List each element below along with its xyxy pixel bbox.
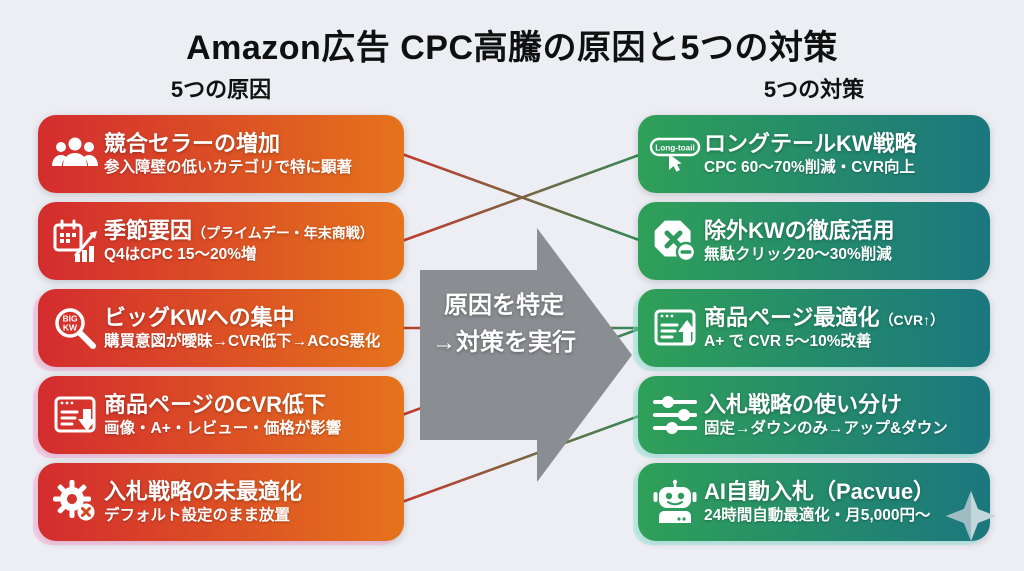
solution-box-3: 商品ページ最適化（CVR↑） A+ で CVR 5〜10%改善 — [638, 289, 990, 367]
solution-title: AI自動入札（Pacvue） — [704, 478, 936, 504]
cause-subtitle: デフォルト設定のまま放置 — [104, 506, 291, 524]
cause-subtitle: Q4はCPC 15〜20%増 — [104, 245, 257, 263]
cause-title-main: 季節要因 — [104, 217, 193, 243]
solution-box-5: AI自動入札（Pacvue） 24時間自動最適化・月5,000円〜 — [638, 463, 990, 541]
arrow-caption-line1: 原因を特定 — [444, 292, 564, 319]
solution-box-4: 入札戦略の使い分け 固定→ダウンのみ→アップ&ダウン — [638, 376, 990, 454]
cause-title: ビッグKWへの集中 — [104, 304, 295, 330]
solution-title: 入札戦略の使い分け — [704, 391, 903, 417]
magnifier-label-bottom: KW — [63, 323, 78, 333]
longtail-cursor-icon: Long-toail — [646, 130, 704, 178]
solutions-column-header: 5つの対策 — [763, 77, 865, 102]
arrow-caption-line2: →対策を実行 — [432, 329, 576, 357]
connector-line — [401, 152, 643, 243]
connector-line — [401, 413, 643, 504]
solution-subtitle: CPC 60〜70%削減・CVR向上 — [704, 158, 916, 176]
solution-title: 商品ページ最適化（CVR↑） — [704, 305, 982, 330]
cause-subtitle: 画像・A+・レビュー・価格が影響 — [104, 419, 342, 437]
solution-box-1: Long-toail ロングテールKW戦略 CPC 60〜70%削減・CVR向上 — [638, 115, 990, 193]
big-kw-magnifier-icon: BIG KW — [46, 304, 104, 352]
causes-column-header: 5つの原因 — [170, 77, 272, 102]
product-page-down-icon — [46, 391, 104, 439]
magnifier-label-top: BIG — [62, 314, 78, 324]
calendar-trend-icon — [46, 217, 104, 265]
solution-box-2: 除外KWの徹底活用 無駄クリック20〜30%削減 — [638, 202, 990, 280]
solution-title-small: （CVR↑） — [879, 311, 945, 328]
cause-title-small: （プライムデー・年末商戦） — [192, 224, 374, 241]
exclude-octagon-icon — [646, 217, 704, 265]
cause-box-5: 入札戦略の未最適化 デフォルト設定のまま放置 — [38, 463, 404, 541]
solution-title-main: 商品ページ最適化 — [704, 304, 880, 330]
cause-title: 競合セラーの増加 — [104, 130, 281, 156]
robot-icon — [646, 478, 704, 526]
solution-subtitle: 24時間自動最適化・月5,000円〜 — [704, 506, 931, 524]
cause-title: 季節要因（プライムデー・年末商戦） — [104, 218, 396, 243]
sparkle-decoration-icon — [942, 487, 1000, 550]
solution-title: 除外KWの徹底活用 — [704, 217, 895, 243]
solution-subtitle: 無駄クリック20〜30%削減 — [704, 245, 892, 263]
cause-box-4: 商品ページのCVR低下 画像・A+・レビュー・価格が影響 — [38, 376, 404, 454]
cause-title: 入札戦略の未最適化 — [104, 478, 303, 504]
solution-subtitle: A+ で CVR 5〜10%改善 — [704, 332, 872, 350]
cause-title: 商品ページのCVR低下 — [104, 391, 327, 417]
longtail-pill-label: Long-toail — [655, 144, 695, 153]
page-title: Amazon広告 CPC高騰の原因と5つの対策 — [186, 29, 838, 67]
arrow-caption: 原因を特定 →対策を実行 — [420, 287, 588, 361]
gear-error-icon — [46, 478, 104, 526]
cause-subtitle: 購買意図が曖昧→CVR低下→ACoS悪化 — [104, 332, 381, 350]
cause-subtitle: 参入障壁の低いカテゴリで特に顕著 — [104, 158, 353, 176]
people-group-icon — [46, 132, 104, 176]
cause-box-2: 季節要因（プライムデー・年末商戦） Q4はCPC 15〜20%増 — [38, 202, 404, 280]
solution-subtitle: 固定→ダウンのみ→アップ&ダウン — [704, 419, 948, 437]
solution-title: ロングテールKW戦略 — [704, 130, 917, 156]
cause-box-1: 競合セラーの増加 参入障壁の低いカテゴリで特に顕著 — [38, 115, 404, 193]
sliders-icon — [646, 391, 704, 439]
cause-box-3: BIG KW ビッグKWへの集中 購買意図が曖昧→CVR低下→ACoS悪化 — [38, 289, 404, 367]
product-page-up-icon — [646, 304, 704, 352]
